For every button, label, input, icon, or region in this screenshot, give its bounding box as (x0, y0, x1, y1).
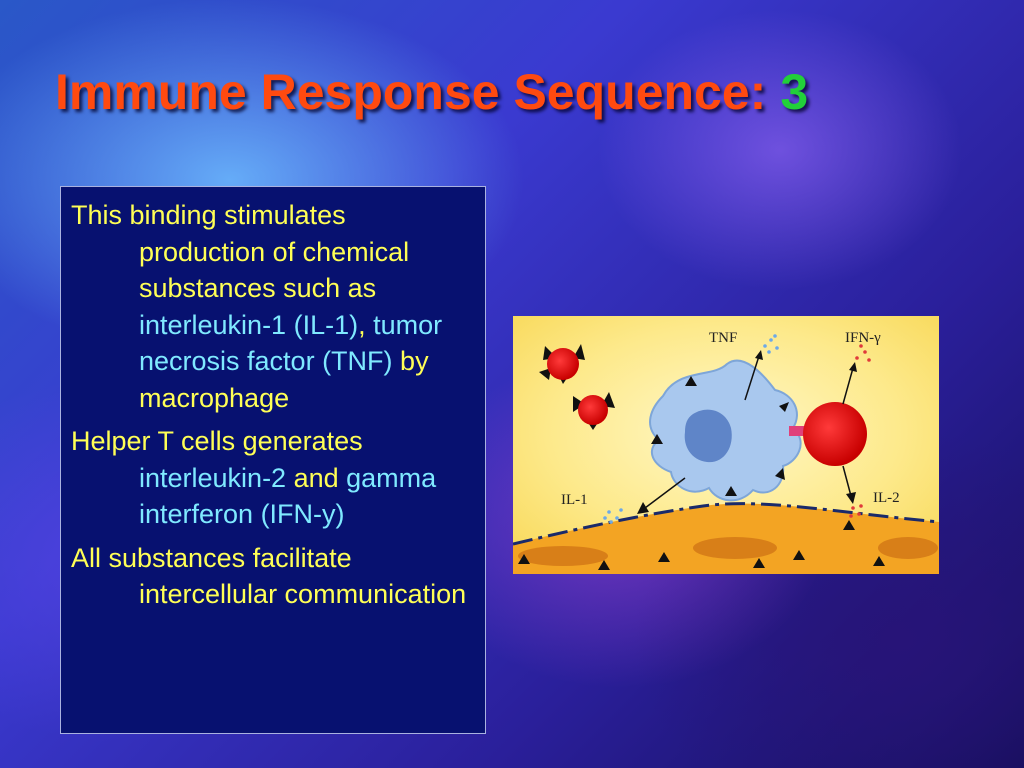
bound-antigen (685, 376, 697, 386)
tissue-cell-nucleus (693, 537, 777, 559)
antigen-triangle (658, 552, 670, 562)
tnf-label: TNF (709, 330, 737, 346)
macrophage-nucleus (684, 409, 732, 463)
helper-t-cell (803, 402, 867, 466)
il1-arrowhead (637, 502, 649, 514)
tnf-arrowhead (755, 350, 763, 360)
bullet-1-il1-term: interleukin-1 (IL-1) (139, 309, 359, 340)
bullet-3-text: All substances facilitate intercellular … (71, 542, 467, 610)
bullet-text-box: This binding stimulates production of ch… (60, 186, 486, 734)
bacterium-1 (539, 344, 585, 384)
bullet-1-part-1: This binding stimulates production of ch… (71, 200, 410, 303)
slide-title-number: 3 (780, 64, 809, 120)
bullet-1-tnf-term: tumor necrosis factor (TNF) (139, 309, 443, 377)
ifn-arrowhead (849, 362, 857, 372)
bacterium-2 (573, 392, 615, 430)
bound-antigen (725, 486, 737, 496)
il2-arrowhead (846, 492, 856, 504)
slide-title: Immune Response Sequence:3 (55, 62, 808, 122)
antigen-triangle (518, 554, 530, 564)
bullet-1-part-3: , (358, 309, 374, 340)
antigen-triangle (873, 556, 885, 566)
bullet-1-part-5: by macrophage (139, 346, 429, 413)
il1-molecules (603, 508, 623, 524)
tnf-molecules (763, 334, 779, 354)
tnf-arrow (744, 355, 760, 401)
il1-label: IL-1 (561, 492, 588, 508)
bullet-item-2: Helper T cells generates interleukin-2 a… (71, 423, 475, 533)
tissue-cell-nucleus (878, 537, 938, 559)
immune-cells-illustration: TNF IFN-γ IL-1 IL-2 (513, 316, 939, 574)
bound-antigen (779, 402, 789, 412)
il2-molecules (849, 504, 863, 518)
bullet-2-il2-term: interleukin-2 (139, 462, 287, 493)
bullet-2-part-1: Helper T cells generates (71, 426, 363, 456)
receptor-bridge (789, 426, 807, 436)
antigen-triangle (793, 550, 805, 560)
bullet-2-ifn-term: gamma interferon (IFN-y) (139, 462, 437, 530)
antigen-triangle (598, 560, 610, 570)
il1-arrow (644, 477, 686, 509)
bullet-item-3: All substances facilitate intercellular … (71, 540, 475, 613)
bound-antigen (651, 434, 663, 444)
tissue-cell-nucleus (518, 546, 608, 566)
illustration-svg: TNF IFN-γ IL-1 IL-2 (513, 316, 939, 574)
slide-title-text: Immune Response Sequence: (55, 64, 767, 120)
antigen-triangle (843, 520, 855, 530)
antigen-triangle (753, 558, 765, 568)
ifn-gamma-label: IFN-γ (845, 330, 881, 346)
bound-antigen (775, 468, 785, 480)
ifn-molecules (855, 344, 871, 362)
il2-arrow (842, 465, 852, 497)
tissue-membrane (513, 502, 939, 546)
il2-label: IL-2 (873, 490, 900, 506)
bullet-item-1: This binding stimulates production of ch… (71, 197, 475, 416)
bullet-2-part-3: and (286, 462, 347, 493)
ifn-arrow (842, 367, 854, 405)
